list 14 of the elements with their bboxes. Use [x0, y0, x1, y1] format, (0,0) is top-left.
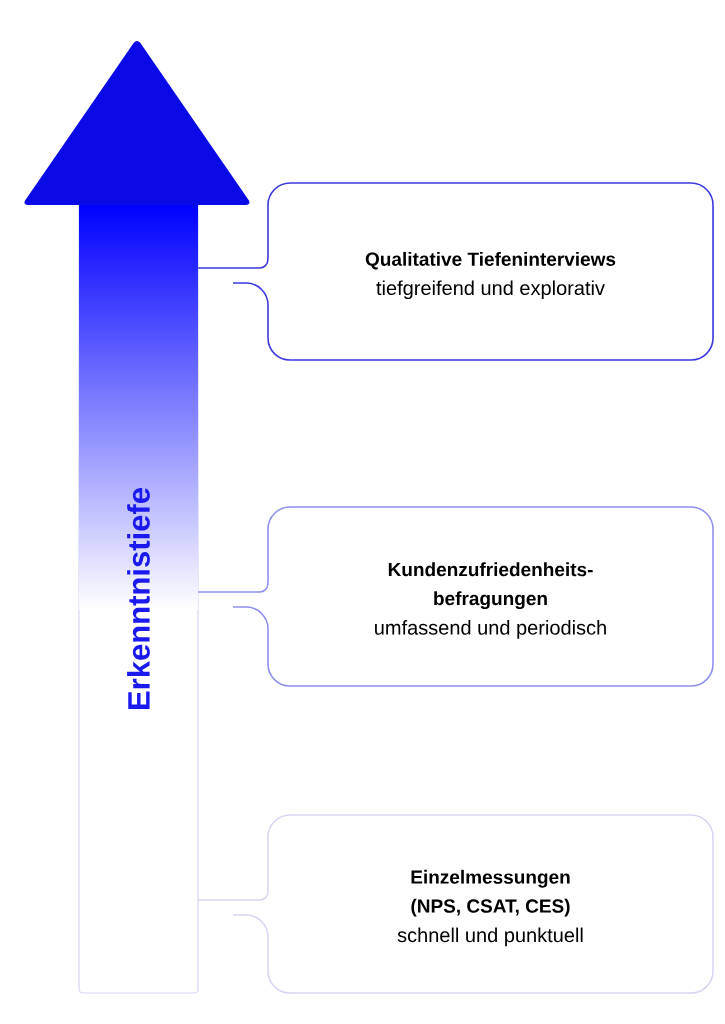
box-title: Einzelmessungen (NPS, CSAT, CES)	[411, 869, 570, 917]
text-box	[232, 506, 714, 687]
text-box	[232, 814, 714, 994]
text-box	[232, 182, 714, 361]
box-title: Kundenzufriedenheits- befragungen	[388, 562, 593, 610]
box-subtitle: umfassend und periodisch	[375, 620, 606, 639]
axis-label: Erkenntnistiefe	[127, 488, 150, 709]
connector-line	[197, 581, 269, 593]
upward-arrow	[24, 40, 250, 994]
box-title: Qualitative Tiefeninterviews	[365, 251, 616, 270]
connector-line	[197, 889, 269, 901]
connector-line	[197, 257, 269, 269]
box-subtitle: tiefgreifend und explorativ	[376, 280, 605, 300]
box-subtitle: schnell und punktuell	[397, 927, 583, 947]
